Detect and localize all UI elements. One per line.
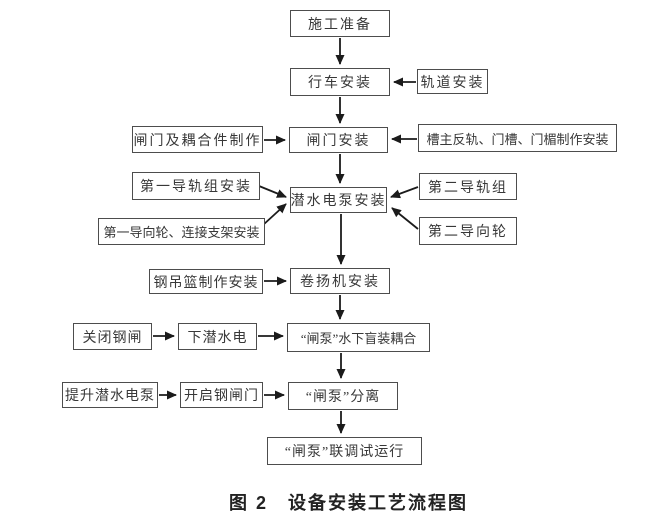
flow-node-basket: 钢吊篮制作安装 xyxy=(149,269,263,294)
flow-node-slot-fab: 槽主反轨、门槽、门楣制作安装 xyxy=(418,124,617,152)
figure-caption: 图 2 设备安装工艺流程图 xyxy=(228,493,468,513)
flow-node-track: 轨道安装 xyxy=(417,69,488,94)
flow-node-rail2: 第二导轨组 xyxy=(419,173,517,200)
arrow-wheel2-to-pump xyxy=(391,207,419,230)
flow-node-winch: 卷扬机安装 xyxy=(290,268,390,294)
flow-node-prep: 施工准备 xyxy=(290,10,390,37)
flow-node-open-gate: 开启钢闸门 xyxy=(180,382,263,408)
flow-node-joint-test: “闸泵”联调试运行 xyxy=(267,437,422,465)
flow-node-gate-fab: 闸门及耦合件制作 xyxy=(132,126,263,153)
flow-node-close-gate: 关闭钢闸 xyxy=(73,323,152,350)
flow-node-pump: 潜水电泵安装 xyxy=(290,187,387,213)
flow-node-wheel1: 第一导向轮、连接支架安装 xyxy=(98,218,265,245)
flow-node-crane: 行车安装 xyxy=(290,68,390,96)
arrow-rail2-to-pump xyxy=(390,186,419,199)
flow-node-rail1: 第一导轨组安装 xyxy=(132,172,260,200)
flow-node-lift-pump: 提升潜水电泵 xyxy=(62,382,158,408)
flow-node-lower-pump: 下潜水电 xyxy=(178,323,257,350)
flow-node-separate: “闸泵”分离 xyxy=(288,382,398,410)
flow-node-wheel2: 第二导向轮 xyxy=(419,217,517,245)
flow-node-gate-install: 闸门安装 xyxy=(289,127,388,153)
arrow-rail1-to-pump xyxy=(258,185,287,198)
arrow-wheel1-to-pump xyxy=(262,203,287,226)
flow-node-coupling: “闸泵”水下盲装耦合 xyxy=(287,323,430,352)
